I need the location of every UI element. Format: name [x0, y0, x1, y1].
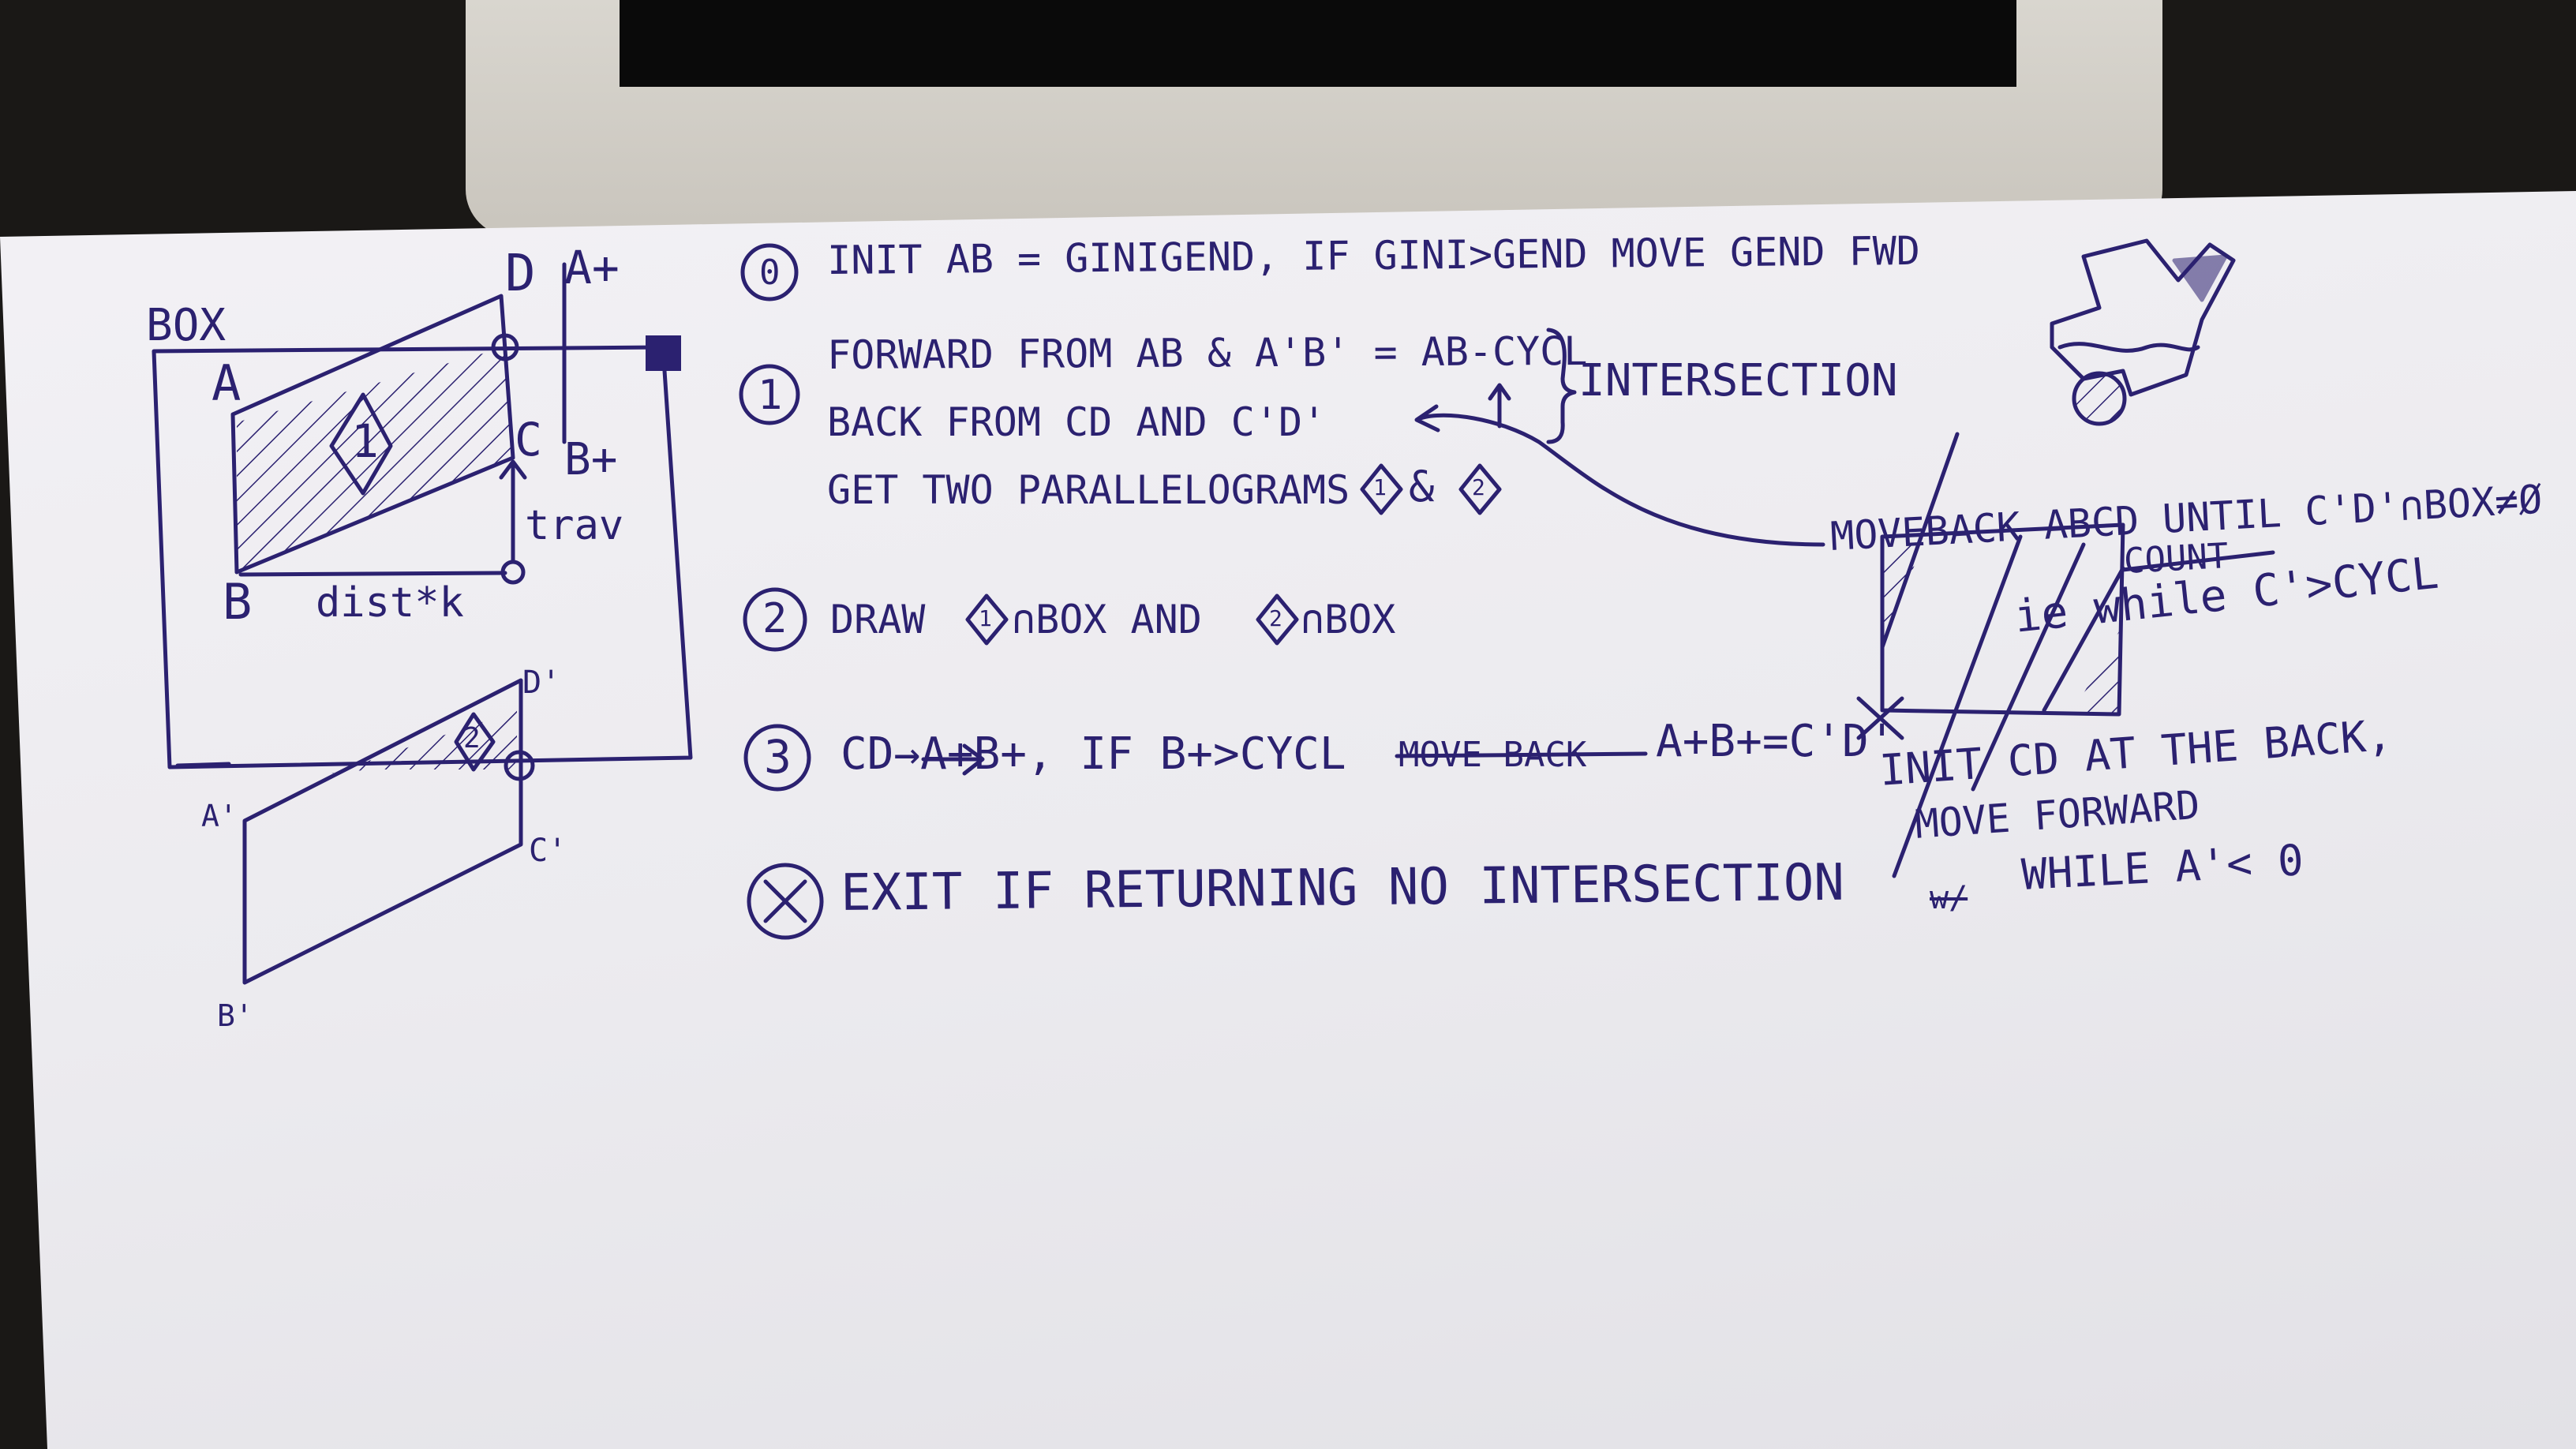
step3-struck: MOVE BACK	[1398, 735, 1587, 775]
right-sketch-cross	[1856, 696, 1904, 740]
dist-line	[238, 571, 507, 577]
step1-number: 1	[758, 372, 783, 419]
parallelogram-prime	[242, 678, 523, 985]
step2-number: 2	[762, 595, 788, 642]
exit-cross	[763, 879, 807, 923]
intersection-circle-d	[491, 333, 519, 361]
step3-circle	[743, 724, 811, 792]
step2-diamond-2	[1256, 593, 1299, 646]
label-b-plus: B+	[564, 434, 618, 485]
strike-move-back	[1395, 751, 1648, 758]
label-trav: trav	[525, 502, 624, 549]
intersection-brace	[1546, 328, 1577, 444]
label-d-prime: D'	[522, 665, 561, 701]
region-2-hatch	[331, 710, 517, 773]
label-b-prime: B'	[217, 998, 253, 1033]
step3-main: CD→A+B+, IF B+>CYCL	[841, 728, 1346, 780]
exit-circle	[747, 863, 824, 940]
strike-count	[2121, 550, 2275, 572]
step1-tag-1: 1	[1373, 474, 1387, 500]
step1-circle	[739, 364, 800, 425]
label-d: D	[505, 245, 536, 303]
region-2-label: 2	[463, 722, 481, 754]
label-a-plus: A+	[564, 241, 620, 294]
step2-tag-1: 1	[979, 605, 992, 631]
step2-second-suffix: ∩BOX	[1301, 597, 1396, 642]
label-c: C	[515, 413, 542, 466]
step0-text: INIT AB = GINIGEND, IF GINI>GEND MOVE GE…	[826, 227, 1921, 283]
doodle-circle	[2072, 371, 2127, 426]
step2-circle	[743, 587, 807, 652]
monitor-screen	[620, 0, 2016, 87]
step2-tag-2: 2	[1269, 605, 1282, 631]
region-1-diamond	[329, 392, 393, 496]
monitor-stand	[466, 0, 2162, 237]
step1-line1: FORWARD FROM AB & A'B' = AB-CYCL	[826, 328, 1588, 378]
label-b: B	[223, 573, 253, 631]
step2-first-suffix: ∩BOX AND	[1012, 597, 1202, 642]
label-c-prime: C'	[529, 833, 567, 869]
step3-arrow	[921, 743, 985, 776]
step1-tag-2: 2	[1472, 474, 1485, 500]
step0-number: 0	[759, 253, 781, 293]
step3-number: 3	[764, 730, 792, 784]
step2-diamond-1	[965, 593, 1009, 646]
step1-line3: GET TWO PARALLELOGRAMS	[827, 467, 1350, 513]
label-a-prime: A'	[201, 799, 238, 833]
init-line3-struck: w/	[1930, 880, 1968, 916]
region-2-diamond	[454, 712, 496, 772]
step3-end: A+B+=C'D'	[1656, 716, 1896, 767]
label-a: A	[212, 354, 242, 412]
box-corner-marker	[646, 335, 681, 371]
step0-circle	[740, 243, 799, 301]
region-1-label: 1	[351, 414, 379, 468]
tag-diamond-1	[1360, 463, 1403, 515]
region-1-hatch	[237, 347, 513, 572]
label-dist: dist*k	[316, 579, 464, 627]
intersection-circle-d-prime	[504, 750, 535, 781]
step1-brace-label: INTERSECTION	[1578, 355, 1898, 406]
right-sketch-hatch-right	[2072, 631, 2119, 714]
step1-line2: BACK FROM CD AND C'D'	[827, 399, 1327, 445]
step2-draw: DRAW	[830, 597, 926, 642]
tag-diamond-2	[1458, 463, 1502, 515]
box-label: BOX	[146, 300, 227, 351]
moveback-arrow	[1418, 413, 1825, 547]
step1-ampersand: &	[1409, 462, 1435, 511]
exit-text: EXIT IF RETURNING NO INTERSECTION	[840, 853, 1845, 923]
